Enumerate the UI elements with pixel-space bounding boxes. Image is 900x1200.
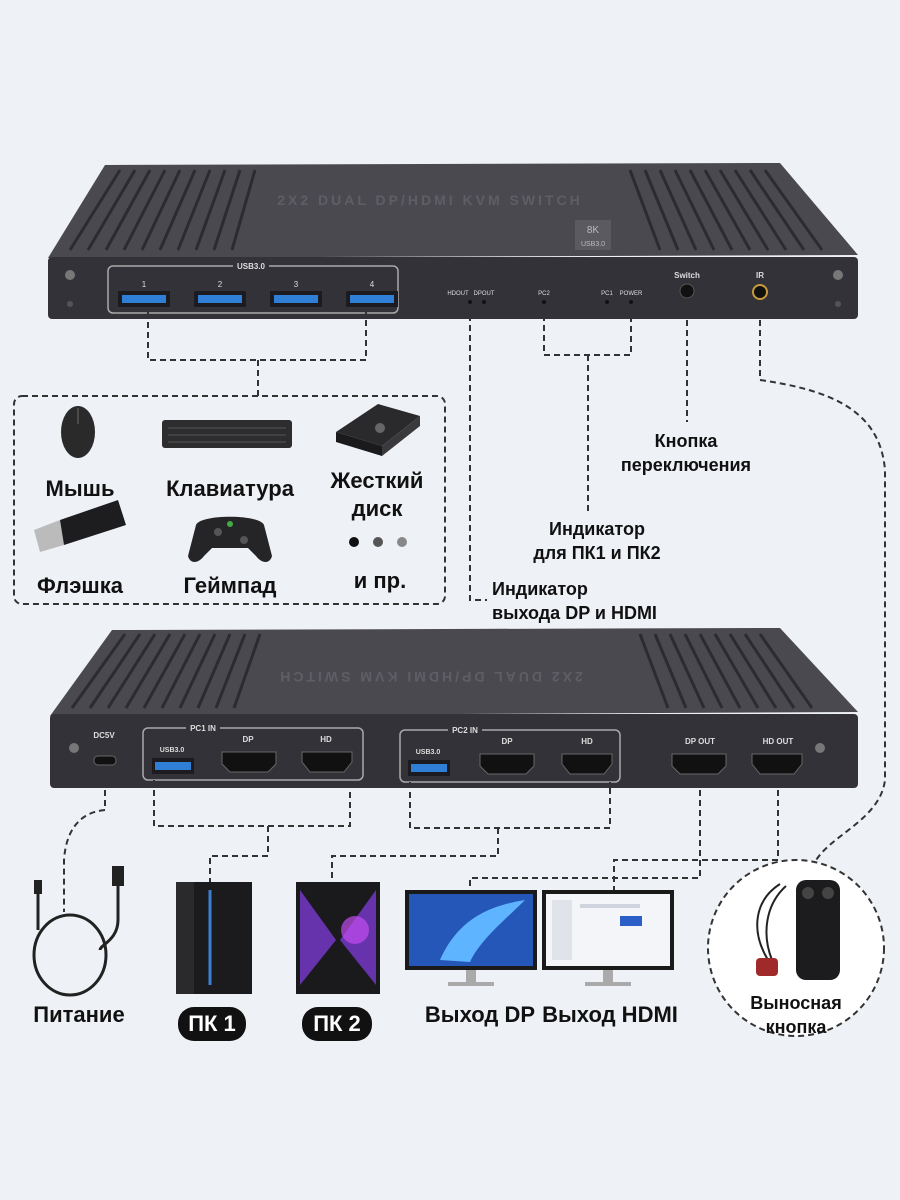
label-power: Питание — [33, 1002, 125, 1027]
led-hdout — [468, 300, 472, 304]
pc1-dp-label: DP — [242, 735, 254, 744]
badge-8k: 8K — [587, 225, 600, 236]
usb-num-4: 4 — [370, 280, 375, 289]
indicator-hdout-label: HDOUT — [447, 291, 469, 297]
connector-lines — [147, 300, 886, 863]
power-cable-icon — [32, 880, 120, 997]
pc1-group-box — [142, 727, 364, 781]
pc1-dp-port[interactable] — [221, 751, 277, 773]
label-remote-1: Выносная — [750, 993, 842, 1013]
usb-num-3: 3 — [294, 280, 299, 289]
mouse-icon — [61, 406, 95, 458]
annotation-pc-indicator-2: для ПК1 и ПК2 — [533, 543, 661, 563]
ir-port[interactable] — [752, 284, 768, 300]
pc2-usb-label: USB3.0 — [416, 749, 441, 756]
label-flash: Флэшка — [37, 573, 123, 598]
pc1-usb-port[interactable] — [152, 758, 194, 774]
pc1-hdmi-port[interactable] — [301, 751, 353, 773]
label-hdd-2: диск — [351, 496, 403, 521]
indicator-pc1-label: PC1 — [601, 291, 613, 297]
remote-button-icon — [756, 880, 840, 980]
pc2-group-box — [399, 729, 621, 783]
usb-port-4[interactable] — [346, 291, 398, 307]
annotation-output-indicator-2: выхода DP и HDMI — [492, 603, 657, 623]
switch-button[interactable] — [679, 283, 695, 299]
label-remote-2: кнопка — [765, 1017, 827, 1037]
annotation-output-indicator-1: Индикатор — [492, 579, 588, 599]
hd-out-label: HD OUT — [763, 737, 794, 746]
label-etc: и пр. — [353, 568, 407, 593]
pc2-group-label: PC2 IN — [452, 726, 478, 735]
hdmi-out-port[interactable] — [751, 753, 803, 775]
peripherals-box — [13, 395, 446, 605]
annotation-pc-indicator-1: Индикатор — [549, 519, 645, 539]
pc2-dp-port[interactable] — [479, 753, 535, 775]
pc1-usb-label: USB3.0 — [160, 747, 185, 754]
top-kvm-device: 8K USB3.0 — [48, 163, 858, 319]
label-pc2: ПК 2 — [302, 1007, 372, 1041]
dp-out-port[interactable] — [671, 753, 727, 775]
annotation-switch-1: Кнопка — [654, 431, 718, 451]
gamepad-icon — [188, 516, 272, 562]
hdmi-monitor-icon — [542, 890, 674, 986]
label-hdmi-out: Выход HDMI — [542, 1002, 678, 1027]
label-hdd-1: Жесткий — [330, 468, 424, 493]
pc1-hd-label: HD — [320, 735, 332, 744]
dc5v-label: DC5V — [93, 731, 115, 740]
indicator-pc2-label: PC2 — [538, 291, 550, 297]
indicator-power-label: POWER — [620, 291, 643, 297]
label-gamepad: Геймпад — [183, 573, 277, 598]
pc1-tower-icon — [176, 882, 252, 994]
led-pc2 — [542, 300, 546, 304]
pc2-usb-port[interactable] — [408, 760, 450, 776]
bottom-engraving: 2X2 DUAL DP/HDMI KVM SWITCH — [277, 669, 583, 685]
switch-label: Switch — [674, 271, 700, 280]
usb-group-label: USB3.0 — [237, 262, 266, 271]
dc5v-port[interactable] — [93, 755, 117, 766]
ir-label: IR — [756, 271, 764, 280]
dot-3 — [397, 537, 407, 547]
pc2-tower-icon — [296, 882, 380, 994]
annotation-switch-2: переключения — [620, 455, 752, 475]
pc1-group-label: PC1 IN — [190, 724, 216, 733]
keyboard-icon — [162, 420, 292, 448]
badge-usb: USB3.0 — [581, 241, 605, 248]
usb-port-1[interactable] — [118, 291, 170, 307]
pc2-dp-label: DP — [501, 737, 513, 746]
usb-num-1: 1 — [142, 280, 147, 289]
dp-monitor-icon — [405, 890, 537, 986]
pc2-hd-label: HD — [581, 737, 593, 746]
led-pc1 — [605, 300, 609, 304]
label-dp-out: Выход DP — [424, 1002, 536, 1027]
led-dpout — [482, 300, 486, 304]
flash-drive-icon — [34, 500, 126, 552]
dot-2 — [373, 537, 383, 547]
pc2-hdmi-port[interactable] — [561, 753, 613, 775]
usb-port-2[interactable] — [194, 291, 246, 307]
label-keyboard: Клавиатура — [166, 476, 294, 501]
dp-out-label: DP OUT — [685, 737, 715, 746]
label-mouse: Мышь — [45, 476, 115, 501]
usb-port-3[interactable] — [270, 291, 322, 307]
dot-1 — [349, 537, 359, 547]
indicator-dpout-label: DPOUT — [474, 291, 495, 297]
label-pc1: ПК 1 — [178, 1007, 246, 1041]
hard-drive-icon — [336, 404, 420, 456]
led-power — [629, 300, 633, 304]
top-engraving: 2X2 DUAL DP/HDMI KVM SWITCH — [277, 192, 583, 208]
usb-num-2: 2 — [218, 280, 223, 289]
